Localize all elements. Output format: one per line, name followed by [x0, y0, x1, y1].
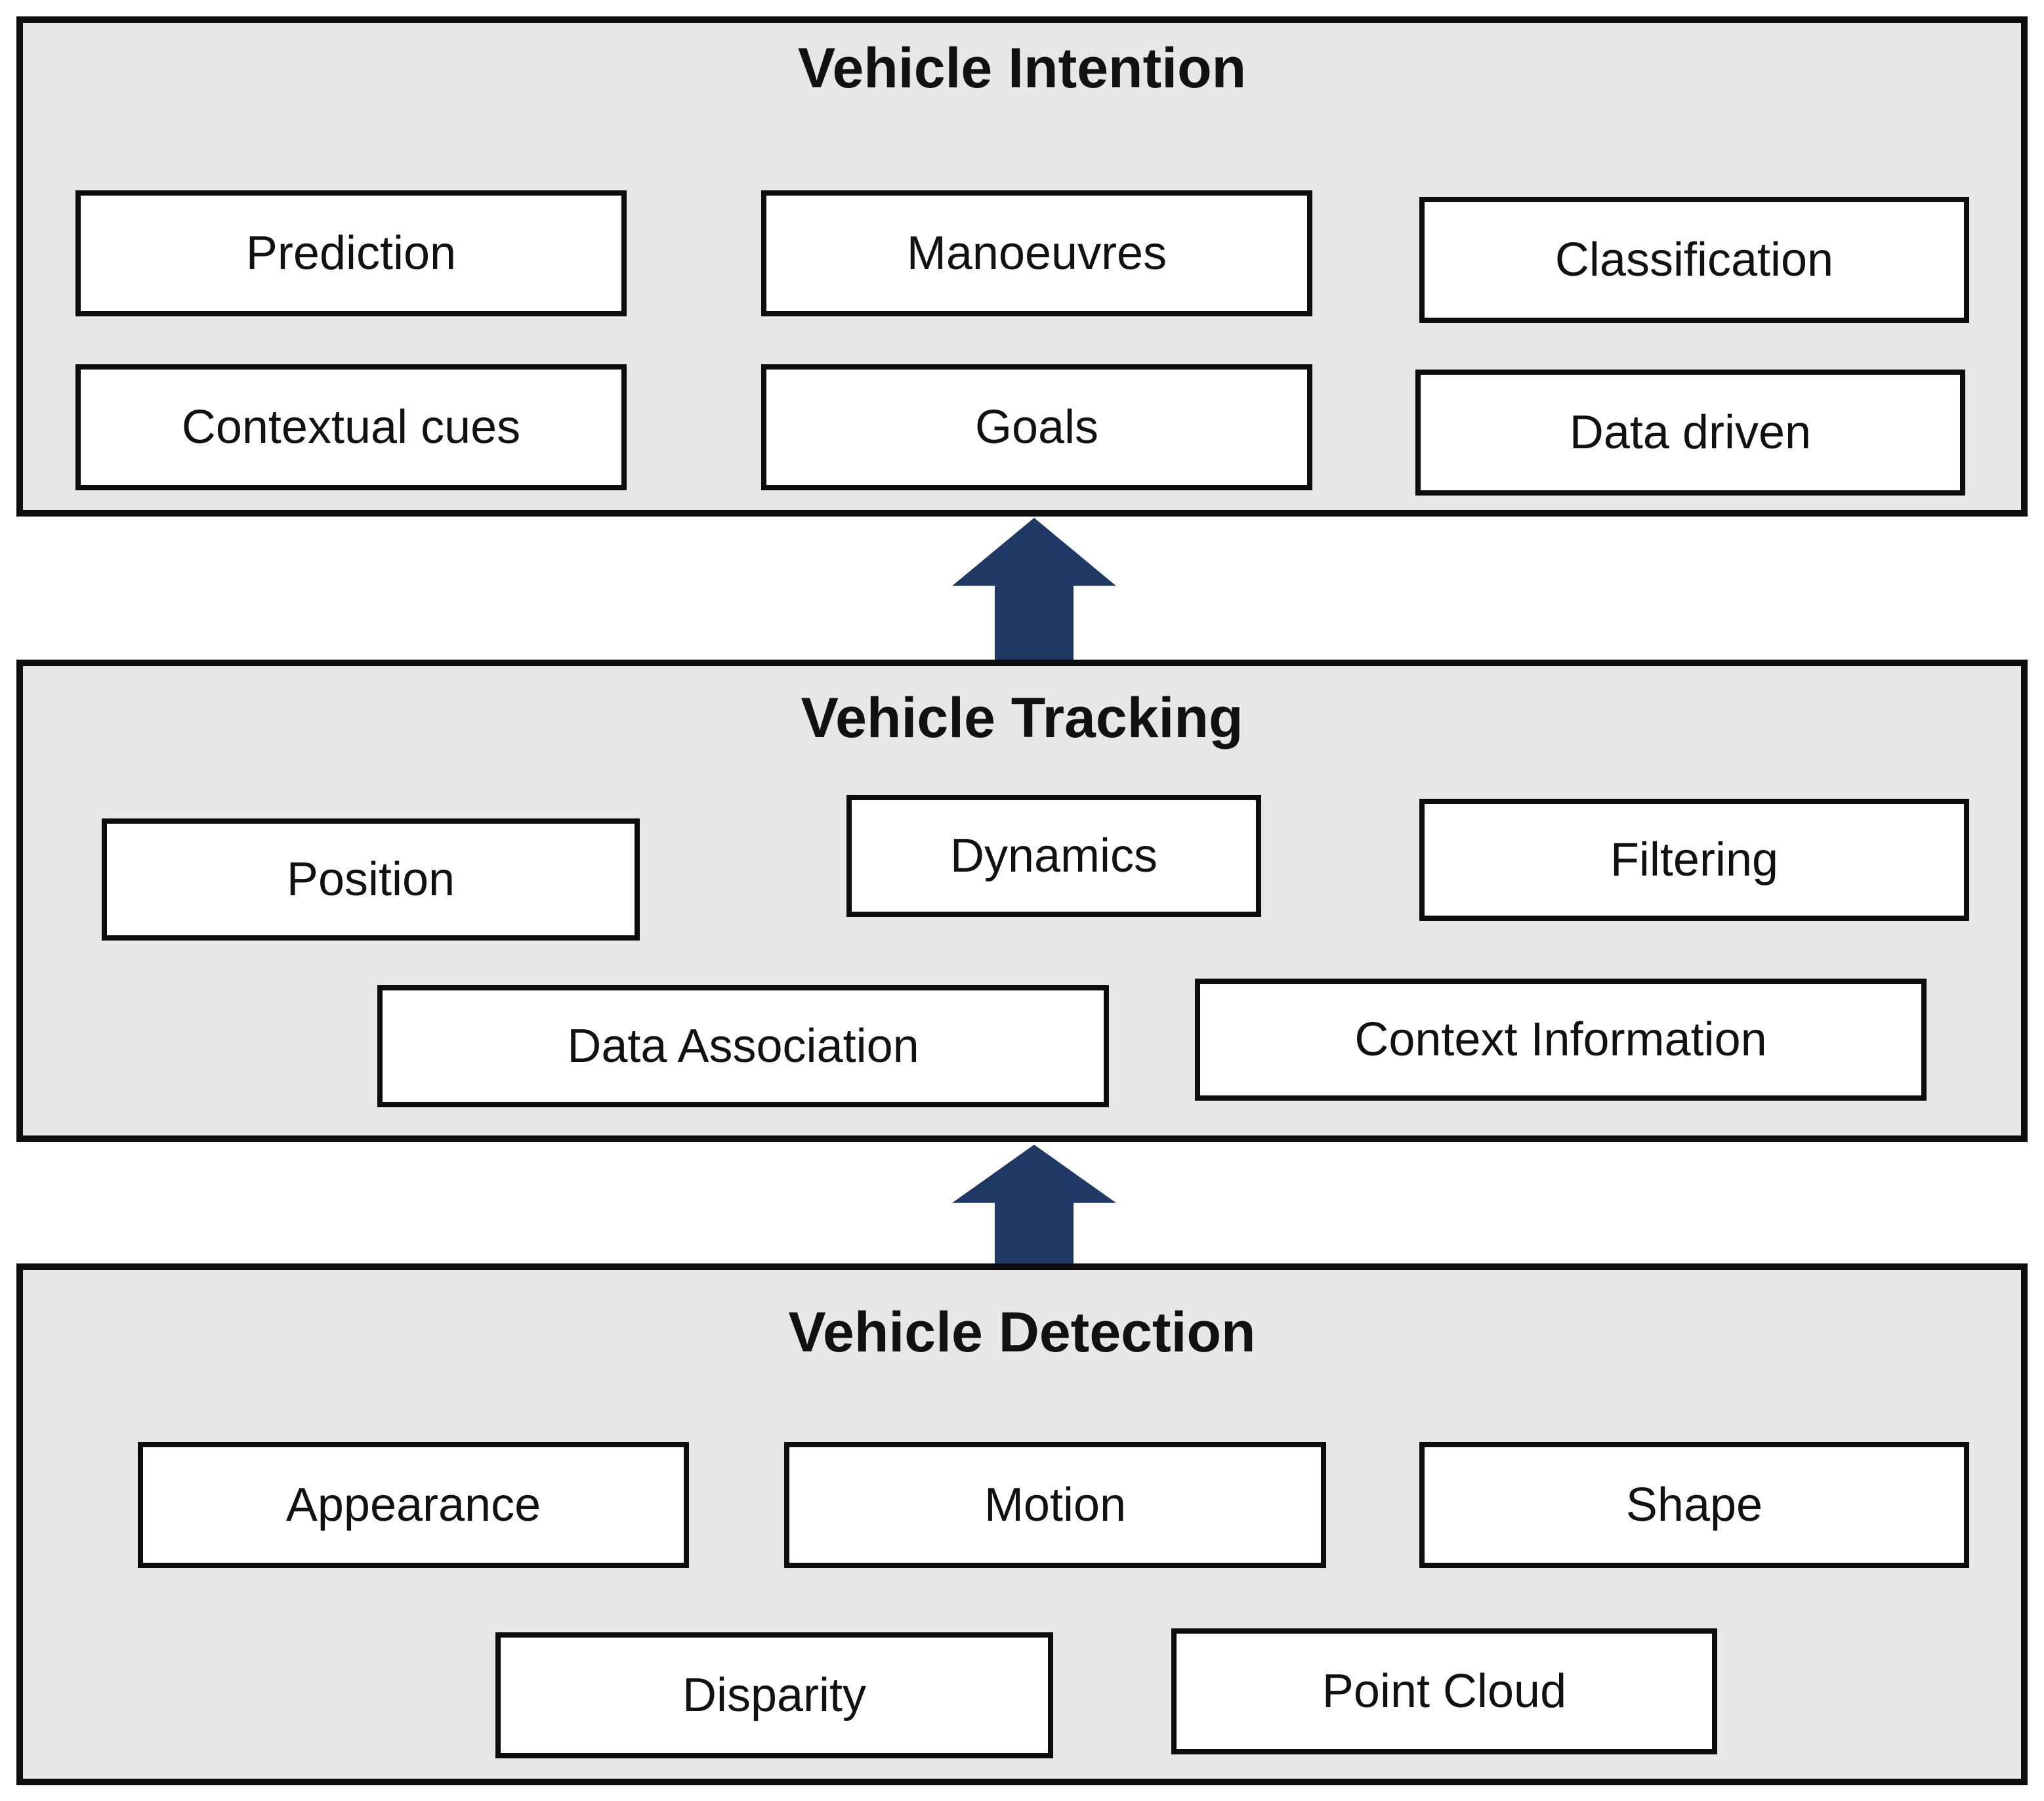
box-position: Position: [102, 818, 640, 941]
box-point-cloud: Point Cloud: [1171, 1628, 1717, 1754]
box-prediction: Prediction: [75, 190, 627, 316]
panel-title-vehicle-intention: Vehicle Intention: [797, 37, 1247, 100]
box-goals: Goals: [761, 364, 1312, 490]
box-manoeuvres: Manoeuvres: [761, 190, 1312, 316]
box-classification: Classification: [1419, 197, 1969, 323]
panel-vehicle-tracking: Vehicle Tracking Position Dynamics Filte…: [16, 660, 2028, 1142]
box-contextual-cues: Contextual cues: [75, 364, 627, 490]
box-appearance: Appearance: [138, 1442, 689, 1568]
up-arrow-icon: [952, 1145, 1116, 1266]
panel-vehicle-detection: Vehicle Detection Appearance Motion Shap…: [16, 1263, 2028, 1785]
panel-title-vehicle-detection: Vehicle Detection: [788, 1301, 1256, 1364]
box-disparity: Disparity: [495, 1632, 1053, 1758]
box-data-association: Data Association: [377, 985, 1109, 1107]
panel-vehicle-intention: Vehicle Intention Prediction Manoeuvres …: [16, 16, 2028, 517]
box-dynamics: Dynamics: [846, 795, 1261, 917]
box-motion: Motion: [784, 1442, 1326, 1568]
box-data-driven: Data driven: [1415, 370, 1965, 496]
panel-title-vehicle-tracking: Vehicle Tracking: [801, 687, 1243, 750]
up-arrow-icon: [952, 518, 1116, 660]
box-filtering: Filtering: [1419, 799, 1969, 921]
box-shape: Shape: [1419, 1442, 1969, 1568]
box-context-information: Context Information: [1195, 979, 1927, 1101]
